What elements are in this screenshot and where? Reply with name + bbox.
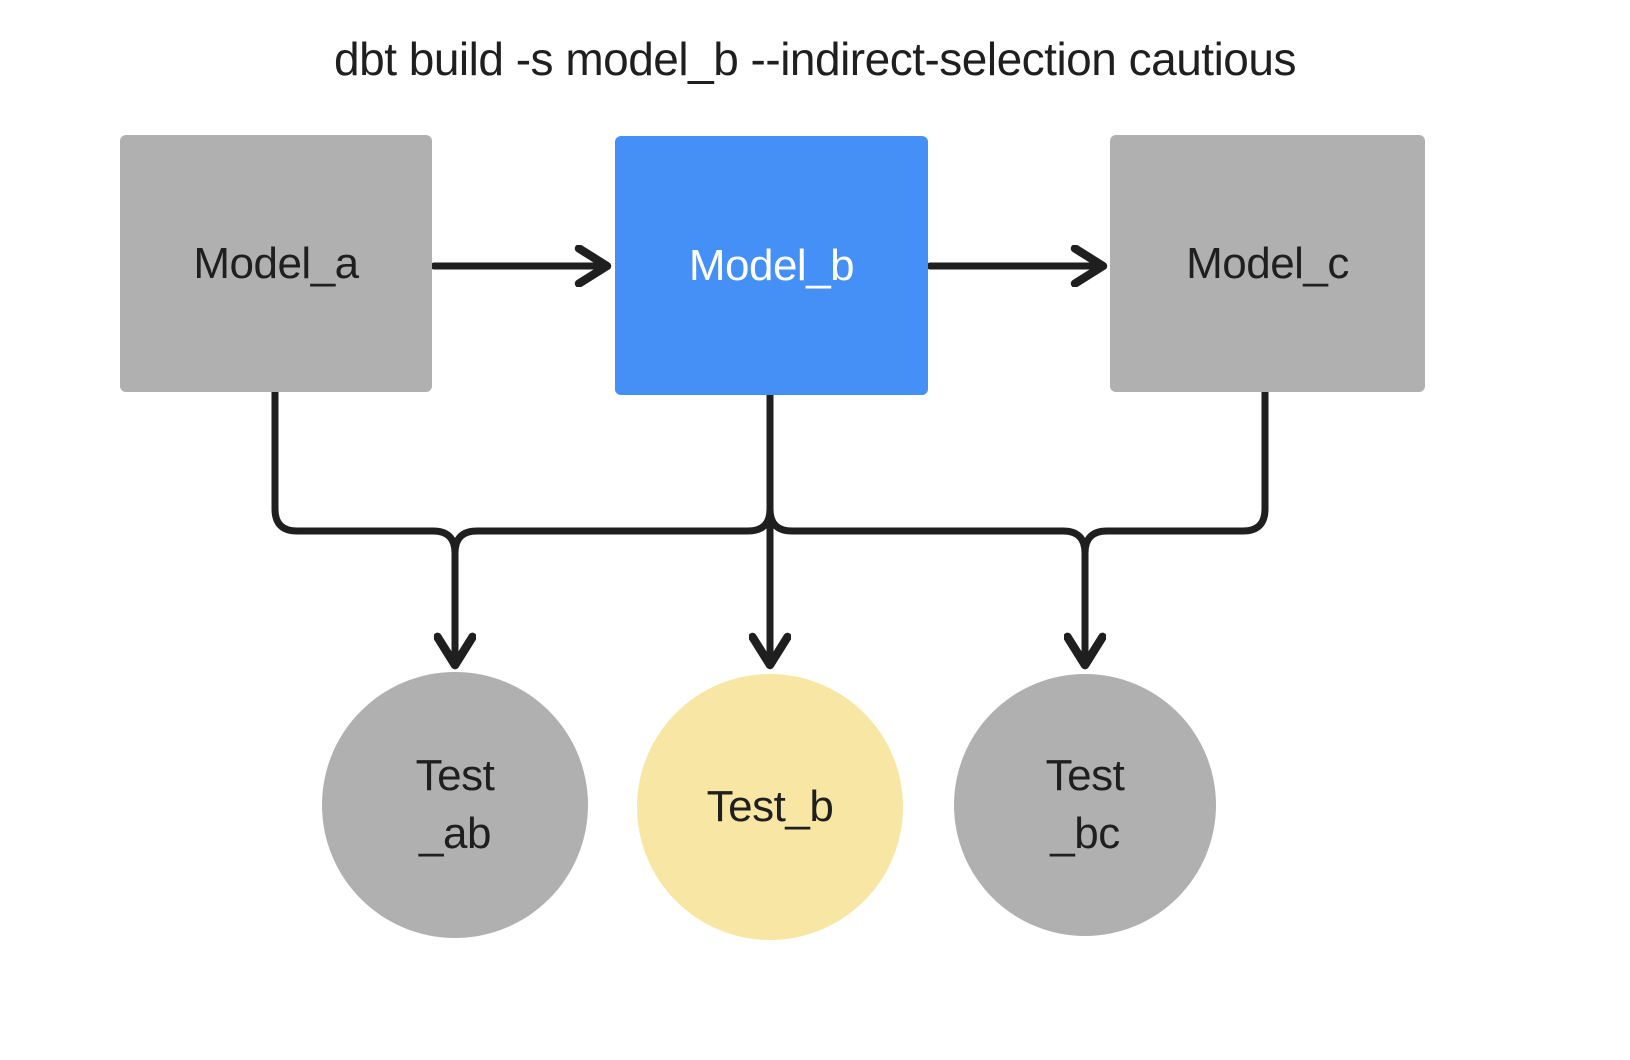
node-test-ab-label: Test _ab: [416, 747, 495, 863]
node-test-bc-label-line2: _bc: [1050, 809, 1120, 858]
node-model-b-label: Model_b: [688, 240, 855, 290]
edge-model-c-test-bc: [1085, 388, 1269, 658]
edge-model-a-test-ab: [271, 388, 455, 658]
diagram-title: dbt build -s model_b --indirect-selectio…: [334, 33, 1296, 85]
node-test-ab-label-line2: _ab: [419, 809, 491, 858]
node-test-bc: Test _bc: [954, 674, 1216, 936]
node-test-ab-label-line1: Test: [415, 750, 495, 800]
edge-model-b-test-ab: [455, 391, 774, 658]
node-test-ab: Test _ab: [322, 672, 588, 938]
node-model-c: Model_c: [1110, 135, 1425, 392]
edge-model-b-test-bc: [766, 391, 1085, 658]
node-test-bc-label: Test _bc: [1046, 747, 1125, 863]
node-model-a-label: Model_a: [193, 238, 359, 288]
node-test-b: Test_b: [637, 674, 903, 940]
node-test-b-label: Test_b: [706, 782, 834, 831]
node-model-b: Model_b: [615, 136, 928, 395]
node-test-bc-label-line1: Test: [1045, 750, 1125, 800]
node-model-c-label: Model_c: [1186, 238, 1349, 288]
node-model-a: Model_a: [120, 135, 432, 392]
